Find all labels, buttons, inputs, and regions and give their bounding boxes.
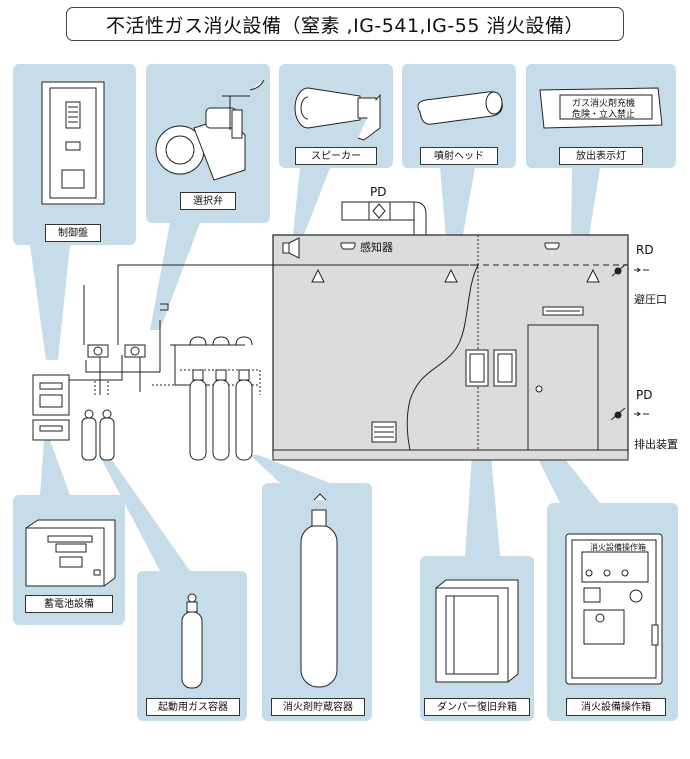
label-pd-side: PD [636, 388, 653, 402]
lamp-sign-line1: ガス消火剤充機 [572, 99, 636, 109]
selector-valve-illustration [155, 79, 265, 181]
pd-duct-top [341, 201, 427, 235]
label-nozzle: 噴射ヘッド [420, 147, 498, 165]
pressure-relief-devices [610, 262, 649, 425]
label-control-panel: 制御盤 [45, 224, 101, 242]
label-selector-valve: 選択弁 [180, 192, 236, 210]
speaker-illustration [294, 87, 381, 141]
small-control-boxes [32, 374, 70, 441]
lamp-sign-line2: 危険・立入禁止 [572, 110, 636, 120]
diagram-title: 不活性ガス消火設備（窒素 ,IG-541,IG-55 消火設備） [66, 7, 624, 41]
label-pressure-vent: 避圧口 [634, 293, 667, 306]
label-operation-box: 消火設備操作箱 [566, 698, 666, 716]
label-battery: 蓄電池設備 [25, 595, 113, 613]
discharge-lamp-illustration [539, 87, 663, 129]
selector-valves [87, 344, 146, 358]
starter-cylinder-illustration [181, 593, 203, 689]
control-panel-illustration [41, 81, 105, 205]
operation-box-sign: 消火設備操作箱 [590, 543, 646, 552]
label-starter-cylinder: 起動用ガス容器 [146, 698, 240, 716]
storage-cylinders [189, 369, 253, 461]
protected-room [272, 234, 629, 461]
nozzle-illustration [417, 91, 503, 125]
label-exhaust: 排出装置 [634, 438, 678, 451]
label-damper-box: ダンパー復旧弁箱 [424, 698, 530, 716]
storage-cylinder-illustration [300, 493, 338, 688]
label-discharge-lamp: 放出表示灯 [559, 147, 643, 165]
label-storage-cylinder: 消火剤貯蔵容器 [271, 698, 365, 716]
damper-box-illustration [435, 579, 519, 683]
label-sensor: 感知器 [360, 241, 393, 254]
operation-box-illustration [565, 533, 663, 685]
starter-cylinders [81, 409, 115, 461]
battery-illustration [25, 519, 116, 587]
label-rd: RD [636, 243, 654, 257]
label-pd-top: PD [370, 185, 387, 199]
label-speaker: スピーカー [295, 147, 377, 165]
